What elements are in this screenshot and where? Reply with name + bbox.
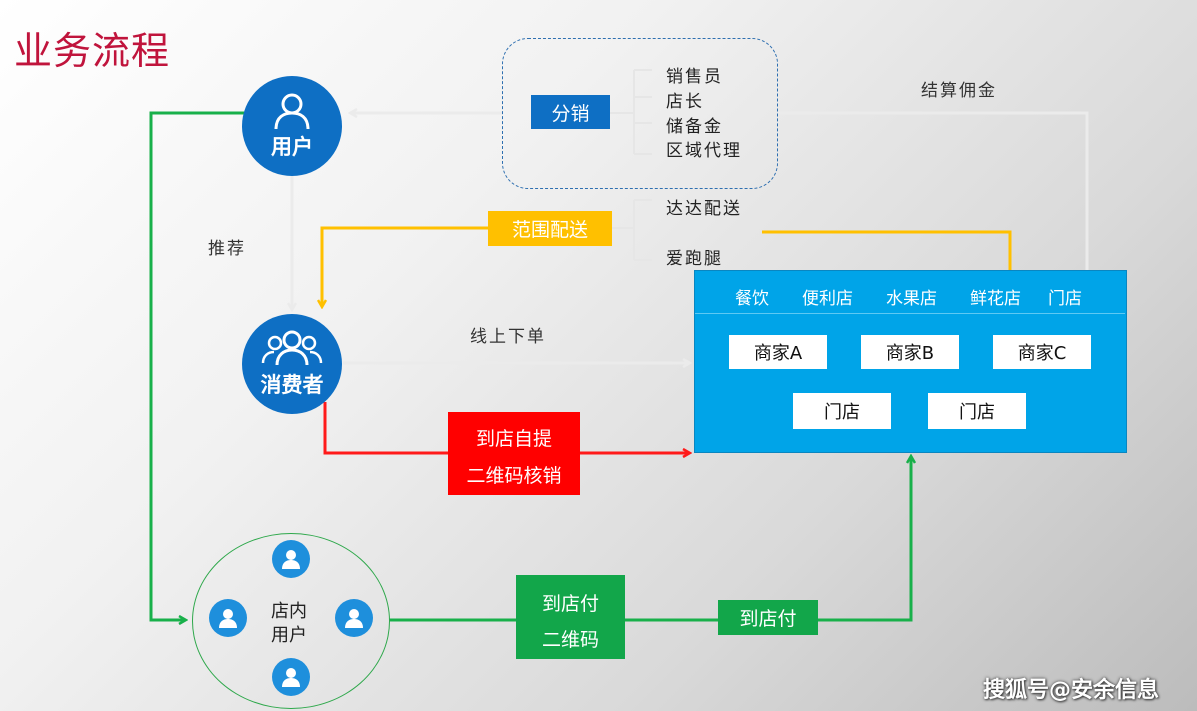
consumer-node: 消费者 (242, 314, 342, 414)
user-icon (274, 93, 310, 130)
distribution-item-reserve: 储备金 (666, 117, 723, 137)
category-fruit-store: 水果店 (886, 289, 937, 309)
distribution-group (502, 38, 778, 189)
distribution-item-store-manager: 店长 (666, 92, 704, 112)
instore-label-2: 用户 (271, 625, 307, 646)
flower-shop-delivery-line (762, 230, 1012, 272)
category-store: 门店 (1048, 289, 1082, 309)
watermark: 搜狐号@安余信息 (983, 678, 1160, 703)
pay-label: 到店付 (718, 600, 818, 635)
instore-users-group (192, 533, 390, 709)
merchant-b-store-1: 门店 (793, 393, 891, 429)
recommend-label: 推荐 (208, 239, 246, 259)
distribution-tree (609, 69, 652, 155)
person-icon-right (335, 599, 373, 637)
pickup-box (448, 412, 580, 495)
consumer-node-label: 消费者 (260, 373, 324, 397)
category-catering: 餐饮 (735, 289, 769, 309)
delivery-tag: 范围配送 (488, 211, 612, 246)
distribution-item-regional-agent: 区域代理 (666, 141, 742, 161)
merchant-b: 商家B (861, 335, 959, 369)
delivery-arrow (322, 226, 488, 307)
merchant-c: 商家C (993, 335, 1091, 369)
commission-label: 结算佣金 (921, 81, 997, 101)
panel-divider (695, 313, 1125, 314)
person-icon-bottom (272, 658, 310, 696)
delivery-item-aipaotui: 爱跑腿 (666, 249, 723, 269)
category-convenience-store: 便利店 (802, 289, 853, 309)
instore-arrow (149, 111, 244, 620)
delivery-tree (612, 199, 652, 261)
online-order-label: 线上下单 (470, 327, 546, 347)
group-icon (261, 330, 323, 366)
commission-line (778, 111, 1089, 270)
person-icon-top (272, 540, 310, 578)
user-node-label: 用户 (271, 135, 313, 159)
pay-qr-line-2: 二维码 (541, 628, 599, 651)
merchant-b-store-2: 门店 (928, 393, 1026, 429)
user-node: 用户 (242, 76, 342, 176)
distribution-tag: 分销 (531, 95, 610, 129)
instore-label-1: 店内 (271, 601, 307, 622)
category-flower-shop: 鲜花店 (970, 289, 1021, 309)
person-icon-left (209, 599, 247, 637)
merchant-a: 商家A (729, 335, 827, 369)
delivery-item-dada: 达达配送 (666, 199, 742, 219)
pickup-line-2: 二维码核销 (466, 464, 562, 487)
distribution-item-salesperson: 销售员 (666, 67, 723, 87)
page-title: 业务流程 (14, 29, 171, 73)
pay-qr-box (516, 575, 625, 659)
pay-qr-line-1: 到店付 (541, 592, 599, 615)
pickup-line-1: 到店自提 (475, 427, 552, 450)
